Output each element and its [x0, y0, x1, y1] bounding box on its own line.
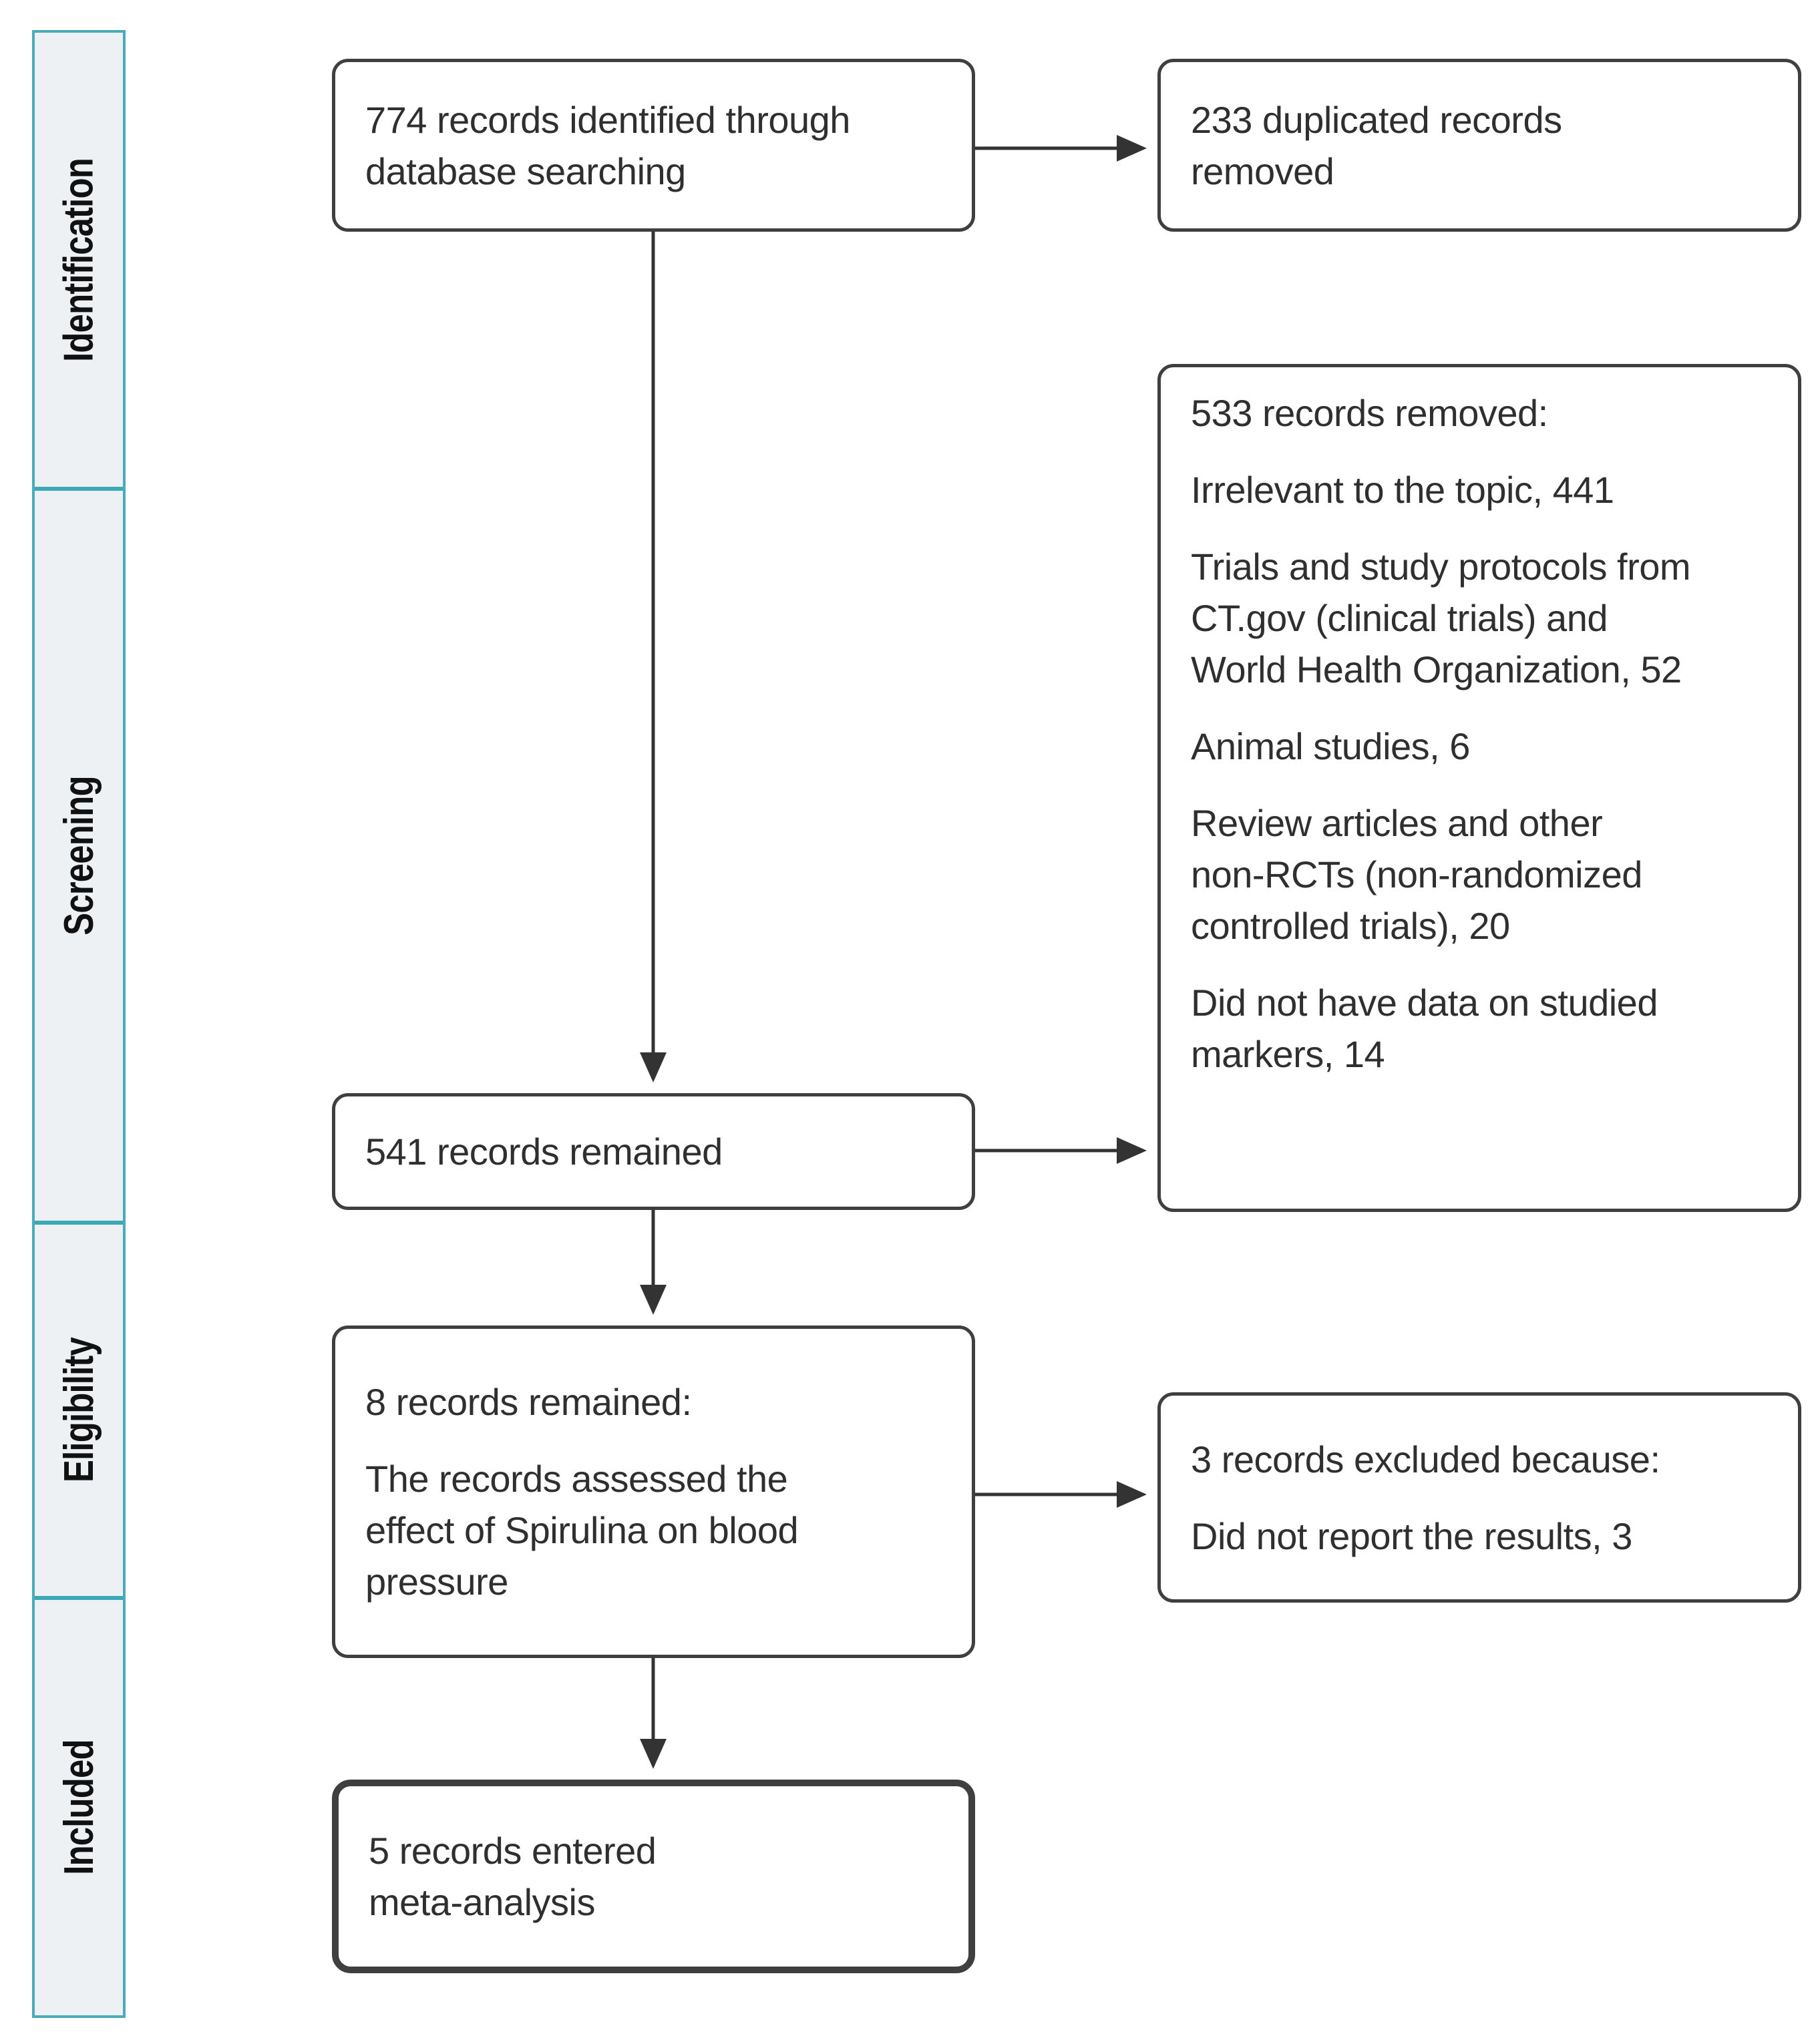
- text-line: CT.gov (clinical trials) and: [1191, 597, 1608, 639]
- text-line: 541 records remained: [365, 1131, 723, 1173]
- stage-included: Included: [35, 1600, 123, 2015]
- paragraph: 3 records excluded because:: [1191, 1434, 1778, 1485]
- paragraph: Review articles and other non-RCTs (non-…: [1191, 797, 1778, 952]
- paragraph: The records assessed the effect of Spiru…: [365, 1453, 952, 1607]
- stage-label-screening: Screening: [55, 776, 102, 936]
- stage-identification: Identification: [35, 33, 123, 491]
- box-records-excluded-3: 3 records excluded because: Did not repo…: [1157, 1392, 1801, 1603]
- box-records-entered-meta-analysis: 5 records entered meta-analysis: [332, 1780, 975, 1973]
- paragraph: Did not have data on studied markers, 14: [1191, 977, 1778, 1080]
- stage-eligibility: Eligibility: [35, 1225, 123, 1600]
- paragraph: Animal studies, 6: [1191, 721, 1778, 772]
- paragraph: Irrelevant to the topic, 441: [1191, 464, 1778, 516]
- text-line: database searching: [365, 150, 686, 192]
- phase-sidebar: Identification Screening Eligibility Inc…: [32, 30, 126, 2018]
- text-line: effect of Spirulina on blood: [365, 1509, 799, 1551]
- text-line: 3 records excluded because:: [1191, 1438, 1660, 1480]
- box-records-identified: 774 records identified through database …: [332, 59, 975, 232]
- text-line: 8 records remained:: [365, 1381, 692, 1423]
- box-duplicates-removed: 233 duplicated records removed: [1157, 59, 1801, 232]
- text-line: pressure: [365, 1561, 508, 1603]
- text-line: Did not report the results, 3: [1191, 1514, 1632, 1557]
- text-line: markers, 14: [1191, 1033, 1385, 1075]
- stage-screening: Screening: [35, 491, 123, 1225]
- stage-label-identification: Identification: [55, 158, 102, 362]
- text-line: 233 duplicated records: [1191, 98, 1562, 141]
- stage-label-included: Included: [55, 1740, 102, 1876]
- text-line: 5 records entered: [369, 1830, 657, 1872]
- text-line: World Health Organization, 52: [1191, 648, 1682, 690]
- paragraph: 8 records remained:: [365, 1376, 952, 1428]
- text-line: non-RCTs (non-randomized: [1191, 853, 1642, 895]
- paragraph: 533 records removed:: [1191, 387, 1778, 439]
- text-line: Did not have data on studied: [1191, 982, 1658, 1024]
- box-records-remained-8: 8 records remained: The records assessed…: [332, 1326, 975, 1658]
- text-line: Review articles and other: [1191, 802, 1603, 844]
- paragraph: Trials and study protocols from CT.gov (…: [1191, 541, 1778, 695]
- text-line: Animal studies, 6: [1191, 725, 1470, 767]
- text-line: controlled trials), 20: [1191, 905, 1510, 947]
- text-line: Trials and study protocols from: [1191, 546, 1691, 588]
- text-line: meta-analysis: [369, 1881, 595, 1923]
- text-line: removed: [1191, 150, 1334, 192]
- paragraph: Did not report the results, 3: [1191, 1510, 1778, 1562]
- text-line: The records assessed the: [365, 1458, 788, 1500]
- box-records-remained-541: 541 records remained: [332, 1093, 975, 1210]
- stage-label-eligibility: Eligibility: [55, 1338, 102, 1483]
- text-line: Irrelevant to the topic, 441: [1191, 469, 1614, 511]
- text-line: 774 records identified through: [365, 98, 850, 141]
- box-records-removed-reasons: 533 records removed: Irrelevant to the t…: [1157, 364, 1801, 1212]
- text-line: 533 records removed:: [1191, 392, 1548, 434]
